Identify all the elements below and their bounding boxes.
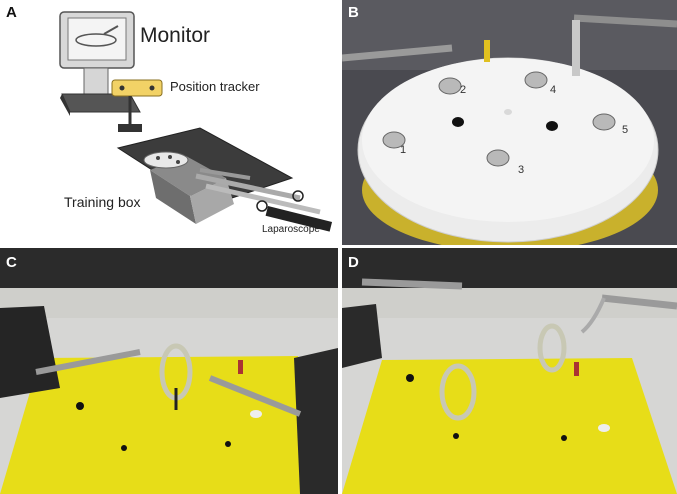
setup-illustration xyxy=(59,11,333,232)
position-tracker-label: Position tracker xyxy=(170,79,260,94)
peg-number-4: 4 xyxy=(550,84,557,96)
peg-number-3: 3 xyxy=(518,164,525,176)
panel-c-ring-task-photo: C xyxy=(0,248,338,494)
peg-5 xyxy=(592,113,616,131)
pegboard-photo xyxy=(342,0,677,245)
peg-number-1: 1 xyxy=(400,144,407,156)
peg-number-5: 5 xyxy=(622,124,629,136)
panel-b-pegboard-photo: B 1 2 3 4 5 xyxy=(342,0,677,245)
ring-task-photo-d xyxy=(342,248,677,494)
panel-d-label: D xyxy=(348,254,359,271)
peg-number-2: 2 xyxy=(460,84,467,96)
laparoscope-label: Laparoscope xyxy=(262,224,320,235)
panel-d-ring-task-photo: D xyxy=(342,248,677,494)
panel-b-label: B xyxy=(348,4,359,21)
peg-4 xyxy=(524,71,548,89)
peg-3 xyxy=(486,149,510,167)
laparoscope-illustration xyxy=(195,168,333,232)
peg-2 xyxy=(438,77,462,95)
panel-a-label: A xyxy=(6,4,17,21)
peg-1 xyxy=(382,131,406,149)
position-tracker-illustration xyxy=(111,79,163,132)
ring-task-photo-c xyxy=(0,248,338,494)
monitor-illustration xyxy=(59,11,141,116)
training-box-label: Training box xyxy=(64,194,141,210)
monitor-label: Monitor xyxy=(140,24,211,47)
panel-c-label: C xyxy=(6,254,17,271)
panel-a-setup-diagram: A xyxy=(0,0,340,245)
